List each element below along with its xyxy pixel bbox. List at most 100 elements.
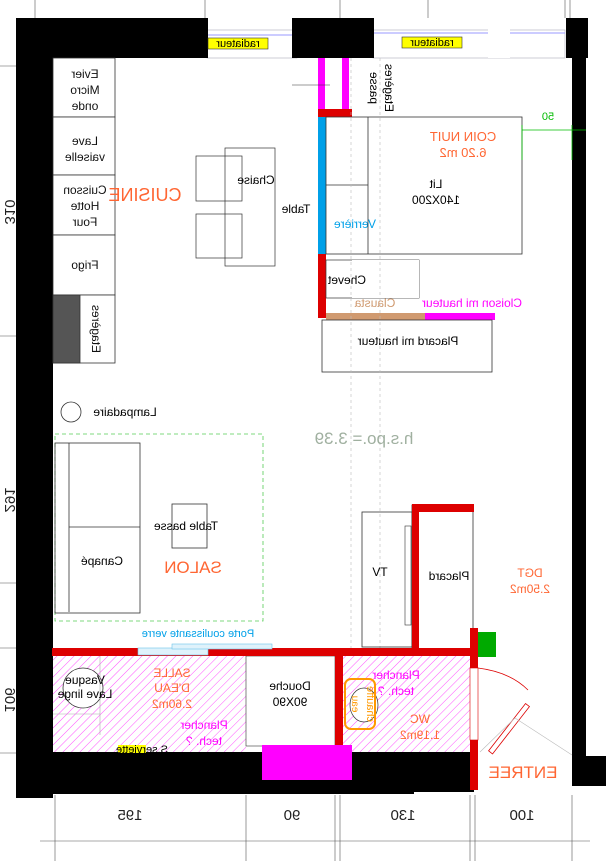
- partition-red: [412, 504, 419, 656]
- towel-dryer-label: S.serviette: [116, 744, 168, 756]
- dim-left-310: 310: [1, 199, 18, 224]
- floor-lamp-label: Lampadaire: [93, 405, 157, 419]
- partition-pink: [342, 58, 349, 110]
- half-height-partition: [425, 313, 495, 320]
- sliding-door-label: Porte coulissante verre: [142, 628, 255, 640]
- partition-red: [318, 109, 352, 117]
- water-heater: [344, 678, 376, 730]
- tv-unit: [361, 511, 413, 648]
- water-heater-label: chauffe: [364, 686, 376, 722]
- half-height-closet: [321, 319, 493, 373]
- washbasin: [62, 667, 104, 709]
- closet-label: Placard: [429, 569, 470, 583]
- shower: [245, 655, 336, 747]
- tech-floor-label: tech. ?: [378, 684, 414, 698]
- floor-lamp: [60, 401, 82, 423]
- wall-top-right-pier: [566, 18, 588, 58]
- coffee-table-label: Table basse: [154, 519, 218, 533]
- top-dimension-lines: [34, 0, 571, 18]
- kitchen-units: [52, 57, 116, 364]
- cooking-label: Four: [73, 215, 98, 229]
- sofa-label: Canapé: [81, 554, 123, 568]
- dishwasher-label: Lave: [72, 134, 98, 148]
- tech-floor-label: Plancher: [372, 668, 419, 682]
- room-label-salon: SALON: [164, 558, 222, 577]
- partition-red: [335, 656, 343, 752]
- wall-bottom-right: [572, 756, 606, 786]
- glass-partition-verriere: [318, 117, 326, 255]
- guide-lines: [350, 58, 381, 648]
- entry-door[interactable]: [477, 667, 573, 756]
- shower-size-label: 90X90: [272, 695, 307, 709]
- half-closet-label: Placard mi hauteur: [358, 334, 459, 348]
- bed-size-label: 140X200: [412, 193, 460, 207]
- clausta-label: Clausta: [354, 296, 395, 310]
- dim-left-291: 291: [1, 487, 18, 512]
- sink-label: Evier: [71, 67, 98, 81]
- fridge-label: Frigo: [71, 258, 99, 272]
- shower-drain-area: [262, 745, 352, 780]
- dim-bottom-130: 130: [390, 807, 415, 824]
- partition-red: [52, 648, 474, 656]
- sink-label: Micro: [70, 83, 100, 97]
- shower-label: Douche: [269, 679, 311, 693]
- room-label-entree: ENTREE: [489, 763, 558, 782]
- partition-pink: [318, 58, 325, 110]
- dining-table: [195, 147, 276, 267]
- nightstand-label: Chevet: [327, 273, 366, 287]
- coffee-table: [171, 503, 208, 549]
- dishwasher-label: vaiselle: [65, 150, 105, 164]
- dim-bottom-195: 195: [117, 807, 142, 824]
- washbasin-label: Vasque: [65, 673, 105, 687]
- room-area-salle-eau: 2.60m2: [152, 697, 192, 711]
- tv-label: TV: [372, 565, 387, 579]
- room-area-coin-nuit: 6.20 m2: [440, 145, 487, 160]
- clausta: [326, 313, 425, 320]
- wall-bottom-2: [350, 752, 474, 792]
- dim-50-label: 50: [542, 111, 554, 123]
- left-dimension-labels: 310 291 106: [1, 199, 18, 712]
- toilet: [349, 687, 379, 723]
- bed-label: Lit: [429, 177, 442, 191]
- ceiling-height-label: h.s.po.= 3.39: [315, 429, 414, 448]
- half-partition-label: Cloison mi hauteur: [422, 296, 522, 310]
- table-label: Table: [281, 202, 310, 216]
- room-label-salle-eau: SALLE: [153, 666, 190, 680]
- partition-red: [318, 254, 326, 318]
- shelves-label: Etagères: [89, 305, 103, 353]
- tech-floor-label: tech. ?: [186, 734, 222, 748]
- sink-label: onde: [71, 99, 98, 113]
- glass-sliding-door: [171, 643, 273, 650]
- wall-top-middle: [292, 18, 374, 58]
- dim-bottom-90: 90: [284, 807, 301, 824]
- dim-bottom-100: 100: [509, 807, 534, 824]
- green-marker: [478, 632, 496, 657]
- room-label-cuisine: CUISINE: [108, 185, 181, 205]
- room-area-dgt: 2.50m2: [510, 582, 550, 596]
- dimension-50: [521, 125, 586, 160]
- room-label-dgt: DGT: [517, 566, 543, 580]
- water-heater-label: eau: [349, 696, 360, 713]
- bottom-dimension-lines: [40, 795, 590, 861]
- room-area-wc: 1.19m2: [400, 728, 440, 742]
- verriere-label: Verrière: [334, 217, 376, 231]
- pass-shelves-label: passe: [367, 72, 381, 104]
- cooking-label: Hotte: [70, 199, 99, 213]
- partition-red: [412, 504, 474, 512]
- outer-walls: [16, 18, 606, 798]
- radiator-label: radiateur: [410, 37, 454, 49]
- room-label-salle-eau: D'EAU: [154, 681, 190, 695]
- tech-floor-label: Plancher: [180, 718, 227, 732]
- pass-shelves-label: Etagères: [382, 64, 396, 112]
- room-label-wc: WC: [410, 712, 430, 726]
- room-label-coin-nuit: COIN NUIT: [430, 129, 497, 144]
- dim-left-106: 106: [1, 687, 18, 712]
- cooking-label: Cuisson: [63, 183, 106, 197]
- wall-left: [16, 18, 53, 798]
- chair-label: Chaise: [237, 173, 275, 187]
- radiator: [401, 36, 463, 49]
- wall-right: [572, 58, 586, 758]
- sofa: [54, 442, 141, 614]
- radiator: [207, 37, 269, 50]
